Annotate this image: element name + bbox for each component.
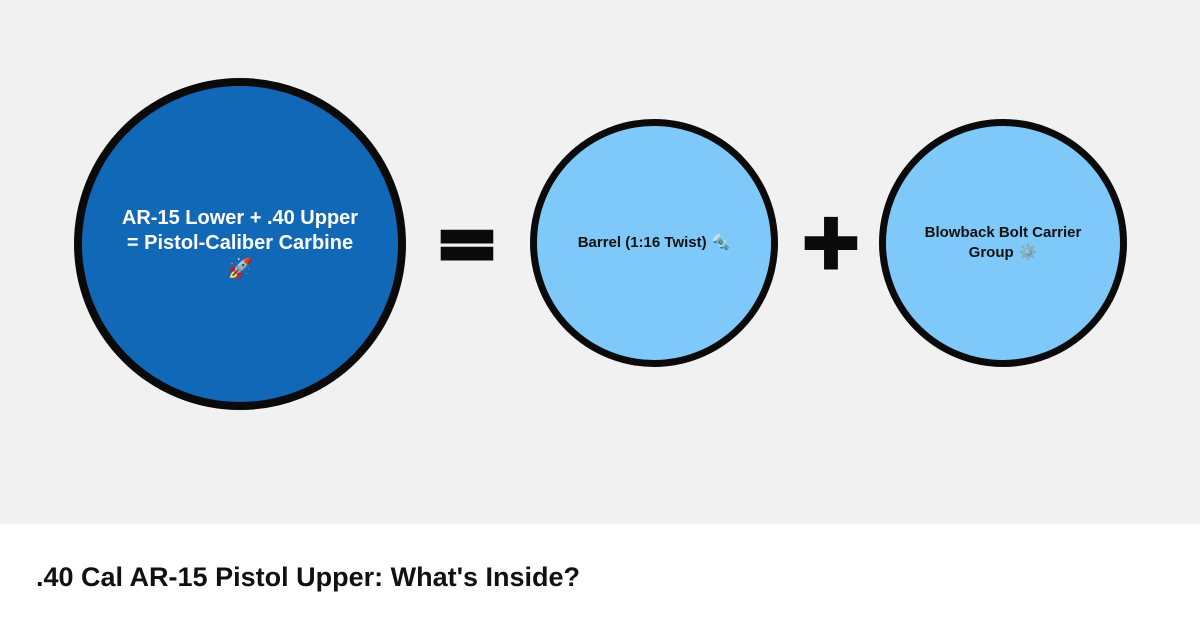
page-title: .40 Cal AR-15 Pistol Upper: What's Insid… bbox=[36, 561, 581, 592]
title-bar: .40 Cal AR-15 Pistol Upper: What's Insid… bbox=[0, 524, 1200, 630]
nut-and-bolt-icon: 🔩 bbox=[711, 234, 731, 252]
diagram-canvas: AR-15 Lower + .40 Upper = Pistol-Caliber… bbox=[0, 0, 1200, 524]
barrel-label-text: Barrel (1:16 Twist) bbox=[577, 234, 707, 252]
result-circle-line-2: = Pistol-Caliber Carbine bbox=[126, 231, 354, 254]
equals-operator: = bbox=[407, 182, 527, 302]
bcg-label-line-2: Group⚙️ bbox=[925, 243, 1082, 263]
result-circle-label: AR-15 Lower + .40 Upper = Pistol-Caliber… bbox=[122, 206, 358, 281]
component-circle-bolt-carrier-group: Blowback Bolt Carrier Group⚙️ bbox=[879, 119, 1127, 367]
result-circle: AR-15 Lower + .40 Upper = Pistol-Caliber… bbox=[74, 78, 406, 410]
barrel-circle-label: Barrel (1:16 Twist)🔩 bbox=[578, 233, 731, 253]
equals-symbol: = bbox=[433, 195, 502, 289]
bcg-circle-label: Blowback Bolt Carrier Group⚙️ bbox=[925, 223, 1082, 263]
component-circle-barrel: Barrel (1:16 Twist)🔩 bbox=[530, 119, 778, 367]
gear-icon: ⚙️ bbox=[1018, 244, 1038, 261]
bcg-label-line-1: Blowback Bolt Carrier bbox=[924, 224, 1082, 242]
result-circle-line-1: AR-15 Lower + .40 Upper bbox=[121, 207, 359, 230]
result-circle-icon-line: 🚀 bbox=[122, 257, 358, 281]
plus-operator: + bbox=[771, 180, 891, 300]
bcg-label-line-2-text: Group bbox=[968, 244, 1014, 261]
plus-symbol: + bbox=[797, 193, 866, 287]
rocket-icon: 🚀 bbox=[227, 258, 253, 281]
